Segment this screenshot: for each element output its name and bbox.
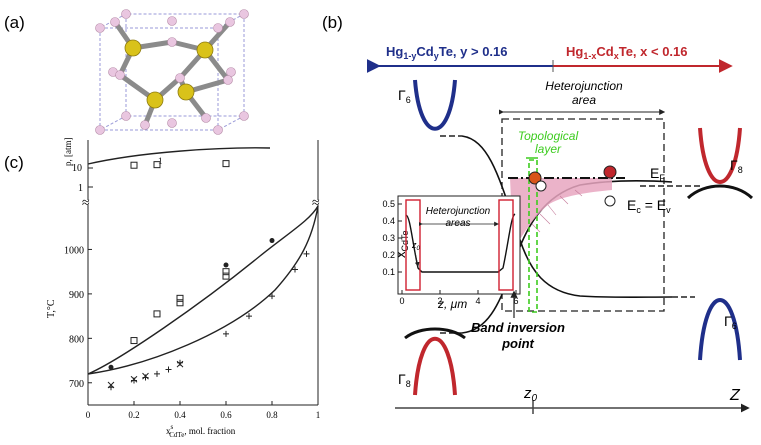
valence-cap-left <box>404 327 466 340</box>
inset-xtick-label: 4 <box>475 296 480 306</box>
inset-xtick-label: 0 <box>399 296 404 306</box>
data-point-square <box>222 268 230 276</box>
valence-cap-right <box>686 184 754 200</box>
x-tick-label: 0.8 <box>266 410 278 420</box>
data-point-plus <box>303 250 310 257</box>
z-axis-label: Z <box>729 387 741 404</box>
ec-ev-label: Ec = Ev <box>627 197 671 215</box>
data-point-dot <box>108 364 114 370</box>
pressure-ytick-1: 1 <box>78 183 83 194</box>
topological-layer-box <box>528 159 538 313</box>
panel-c-label: (c) <box>4 153 24 172</box>
right-material-header: Hg1-xCdxTe, x < 0.16 <box>566 44 688 61</box>
data-point-dot <box>223 262 229 268</box>
pressure-curve-label: 1 <box>158 156 163 166</box>
gamma8-bottom-label: Γ8 <box>398 371 411 389</box>
hole-particle <box>535 180 547 192</box>
pressure-ylabel: p, [atm] <box>63 138 73 167</box>
inset-profile <box>405 213 516 273</box>
data-point-square <box>176 294 184 302</box>
pressure-point <box>222 160 230 168</box>
topological-region <box>510 178 612 250</box>
inset-ylabel: xCdTe <box>393 230 410 258</box>
gamma8-parabola-left <box>413 336 457 396</box>
t-tick-label: 1000 <box>64 245 84 256</box>
solidus-curve <box>87 205 319 375</box>
hole-particle-right <box>604 195 616 207</box>
fermi-label: EF <box>650 165 665 183</box>
inset-ytick-label: 0.4 <box>382 216 395 226</box>
gamma6-parabola-right <box>698 298 742 361</box>
t-ticks: 1000 900 800 700 <box>64 245 92 390</box>
data-point-plus <box>131 377 137 384</box>
panel-b-label: (b) <box>322 13 343 32</box>
data-point-x <box>130 375 138 383</box>
data-points <box>107 238 310 391</box>
inset-ytick-label: 0.5 <box>382 199 395 209</box>
data-point-square <box>176 299 184 307</box>
gamma6-bottom-label: Γ6 <box>724 313 737 331</box>
data-point-plus <box>165 366 172 373</box>
electron-particle <box>528 171 542 185</box>
data-point-dot <box>269 238 275 244</box>
data-point-plus <box>223 330 229 337</box>
left-material-header: Hg1-yCdyTe, y > 0.16 <box>386 44 508 61</box>
inset-xtick-label: 6 <box>513 296 518 306</box>
electron-particle-right <box>603 165 617 179</box>
data-point-square <box>222 272 230 280</box>
gamma8-top-label: Γ8 <box>730 157 743 175</box>
data-point-plus <box>246 313 252 320</box>
gamma6-parabola-left <box>413 79 457 131</box>
crystal-structure <box>95 9 249 135</box>
data-point-plus <box>292 266 298 273</box>
gamma6-top-label: Γ6 <box>398 87 411 105</box>
data-point-square <box>153 310 161 318</box>
inset-ytick-label: 0.1 <box>382 267 395 277</box>
data-point-plus <box>142 374 149 381</box>
x-tick-label: 0.6 <box>220 410 232 420</box>
t-tick-label: 900 <box>69 290 84 301</box>
panel-a-label: (a) <box>4 13 25 32</box>
pressure-point <box>130 161 138 169</box>
t-ylabel: T,°C <box>46 299 57 318</box>
data-point-plus <box>177 359 183 366</box>
data-point-x <box>176 360 184 368</box>
x-tick-label: 0 <box>86 410 91 420</box>
inset-xlabel: z, μm <box>437 297 467 311</box>
pressure-points <box>130 160 230 169</box>
pressure-curve <box>87 147 271 165</box>
t-tick-label: 700 <box>69 379 84 390</box>
x-tick-label: 1 <box>316 410 321 420</box>
data-point-square <box>130 337 138 345</box>
data-point-x <box>107 381 115 389</box>
axis-break-left: ≈ <box>82 196 90 211</box>
gamma8-parabola-right <box>698 127 742 184</box>
inset-ytick-label: 0.3 <box>382 233 395 243</box>
data-point-plus <box>269 293 275 300</box>
inset-z0-label: z0 <box>411 240 421 252</box>
z0-label: z0 <box>523 385 538 404</box>
x-ticks: 0 0.2 0.4 0.6 0.8 1 <box>86 401 321 420</box>
t-tick-label: 800 <box>69 334 84 345</box>
inset-ytick-label: 0.2 <box>382 250 395 260</box>
axis-break-right: ≈ <box>312 196 320 211</box>
x-tick-label: 0.2 <box>128 410 139 420</box>
pressure-ytick-10: 10 <box>72 163 82 174</box>
inset-xtick-label: 2 <box>437 296 442 306</box>
data-point-plus <box>154 370 160 377</box>
pressure-point <box>153 161 161 169</box>
liquidus-curve <box>87 205 319 375</box>
conduction-band-curve <box>461 135 673 299</box>
data-point-x <box>142 372 149 380</box>
x-tick-label: 0.4 <box>174 410 186 420</box>
